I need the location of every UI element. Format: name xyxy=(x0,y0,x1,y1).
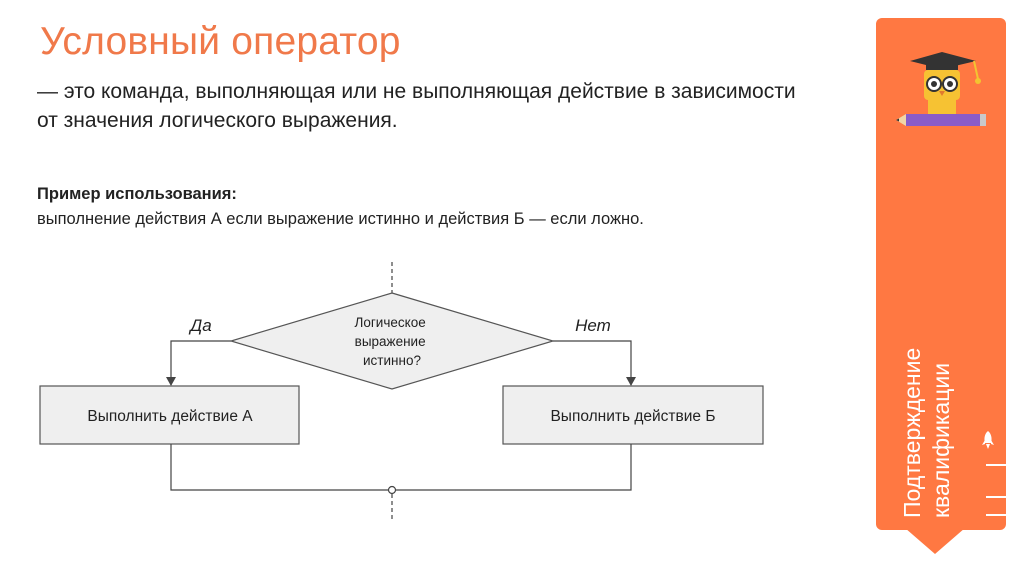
sidebar-tail xyxy=(905,528,965,554)
sidebar-label-line-1: Подтверждение xyxy=(899,347,925,518)
condition-line-3: истинно? xyxy=(363,353,421,368)
no-branch-arrow xyxy=(553,340,636,386)
yes-branch-arrow xyxy=(166,340,231,386)
action-b-label: Выполнить действие Б xyxy=(550,408,715,425)
deco-line-1 xyxy=(986,464,1006,466)
rocket-icon xyxy=(982,431,994,449)
merge-point xyxy=(387,485,397,495)
no-label: Нет xyxy=(575,316,611,335)
condition-line-1: Логическое xyxy=(355,315,426,330)
action-b-box xyxy=(502,385,764,445)
slide-title: Условный оператор xyxy=(40,20,401,63)
condition-diamond xyxy=(228,292,556,390)
example-heading: Пример использования: xyxy=(37,185,237,203)
merge-line xyxy=(170,444,632,491)
example-text: выполнение действия А если выражение ист… xyxy=(37,210,644,228)
action-a-box xyxy=(39,385,300,445)
sidebar-label: Подтверждение квалификации xyxy=(898,298,958,518)
deco-line-2 xyxy=(986,496,1006,498)
owl-mascot-icon xyxy=(896,52,986,126)
definition-text: — это команда, выполняющая или не выполн… xyxy=(37,80,796,132)
sidebar-label-line-2: квалификации xyxy=(928,362,954,518)
deco-line-3 xyxy=(986,514,1006,516)
svg-text:Логическое выражение и: Логическое выражение истинно? xyxy=(355,315,430,368)
condition-line-2: выражение xyxy=(355,334,426,349)
yes-label: Да xyxy=(188,316,211,335)
pencil-icon xyxy=(896,114,986,126)
action-a-label: Выполнить действие А xyxy=(87,408,253,425)
sidebar-banner: Подтверждение квалификации xyxy=(876,18,1006,530)
